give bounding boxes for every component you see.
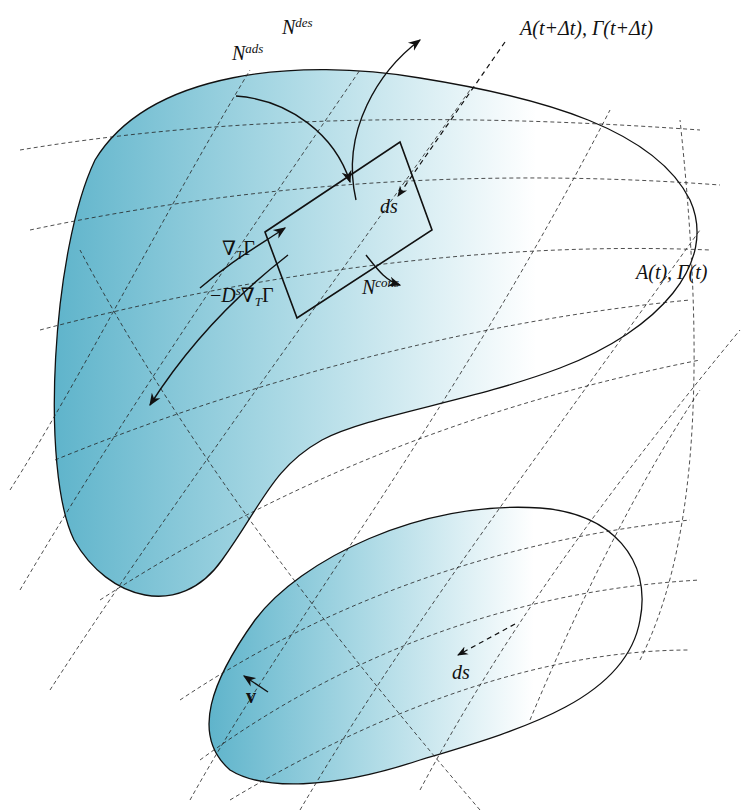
coordinate-lines xyxy=(10,70,740,810)
diffusion-label: −Ds∇TΓ xyxy=(210,284,274,308)
leader-lines xyxy=(398,42,515,655)
element-label: ds xyxy=(380,196,398,216)
time-label: A(t+Δt), Γ(t+Δt) xyxy=(520,18,653,38)
flux-arrows xyxy=(150,40,420,692)
flux-label: Ncons xyxy=(362,276,399,297)
velocity-label: v xyxy=(246,686,256,706)
surface-element xyxy=(265,142,432,318)
time-label: A(t), Γ(t) xyxy=(636,262,707,282)
flux-label: Ndes xyxy=(282,16,313,37)
surface-later xyxy=(54,70,697,597)
flux-label: Nads xyxy=(232,42,263,63)
gradient-label: ∇TΓ xyxy=(222,238,255,261)
element-label: ds xyxy=(452,662,470,682)
surface-earlier xyxy=(209,507,642,784)
